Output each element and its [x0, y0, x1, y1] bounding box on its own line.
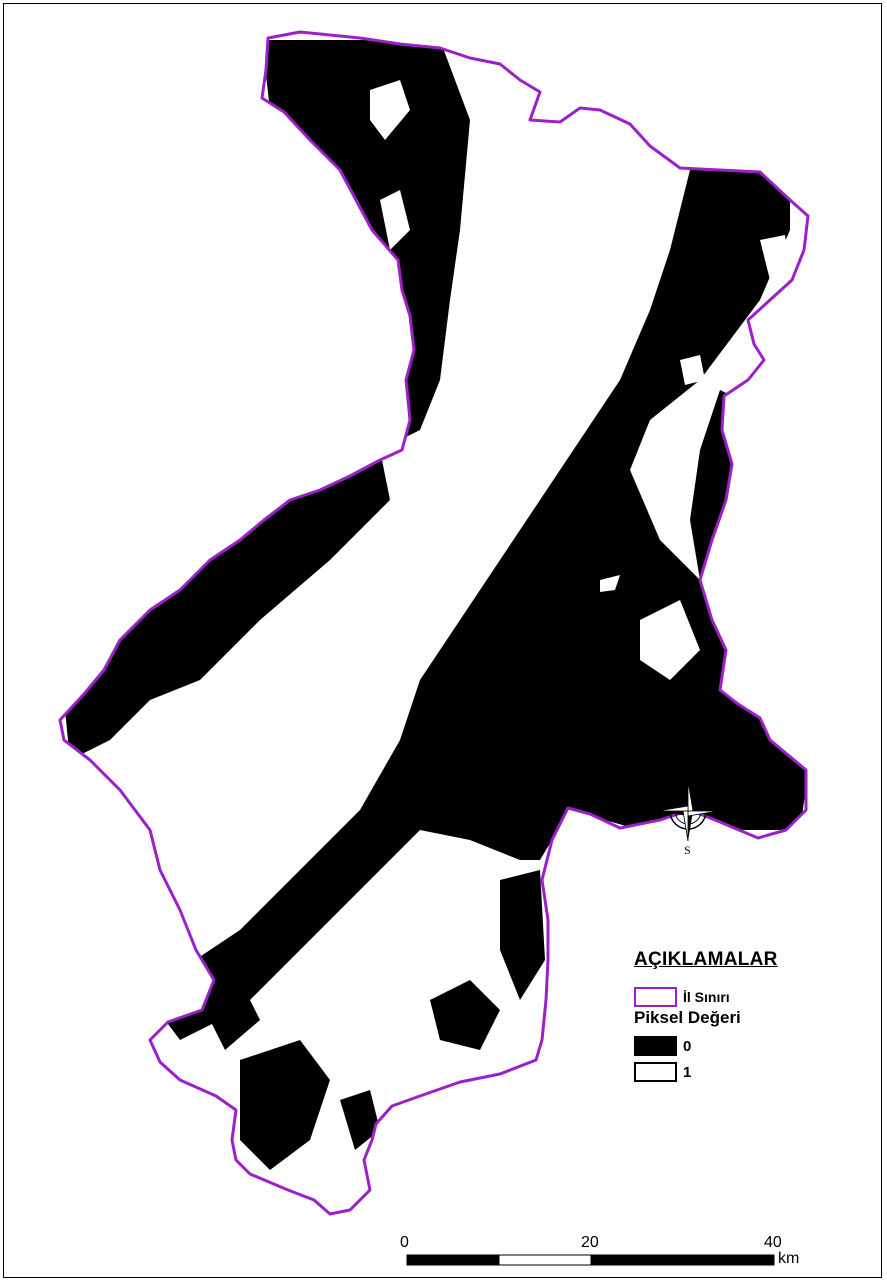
class-1-swatch	[634, 1062, 677, 1082]
scale-bar	[406, 1254, 775, 1266]
compass-s: S	[684, 843, 691, 857]
legend-row-class-1: 1	[634, 1062, 691, 1082]
class-1-label: 1	[683, 1063, 692, 1081]
compass-rose-icon: N S E W	[642, 770, 728, 857]
compass-w: W	[642, 804, 654, 818]
scale-label-40: 40	[764, 1234, 782, 1251]
boundary-label: İl Sınırı	[683, 989, 730, 1005]
map-frame	[3, 3, 882, 1278]
legend-row-class-0: 0	[634, 1036, 691, 1056]
scale-label-20: 20	[581, 1234, 599, 1251]
province-boundary	[58, 30, 810, 1216]
scale-label-0: 0	[400, 1234, 409, 1251]
scale-unit: km	[778, 1250, 800, 1267]
pixel-value-title: Piksel Değeri	[634, 1008, 741, 1027]
boundary-swatch	[634, 987, 677, 1007]
legend-row-boundary: İl Sınırı	[634, 987, 730, 1007]
class-0-swatch	[634, 1036, 677, 1056]
compass-n: N	[683, 770, 692, 784]
compass-e: E	[721, 804, 728, 818]
class-0-label: 0	[683, 1037, 692, 1055]
legend-title: AÇIKLAMALAR	[634, 949, 778, 970]
